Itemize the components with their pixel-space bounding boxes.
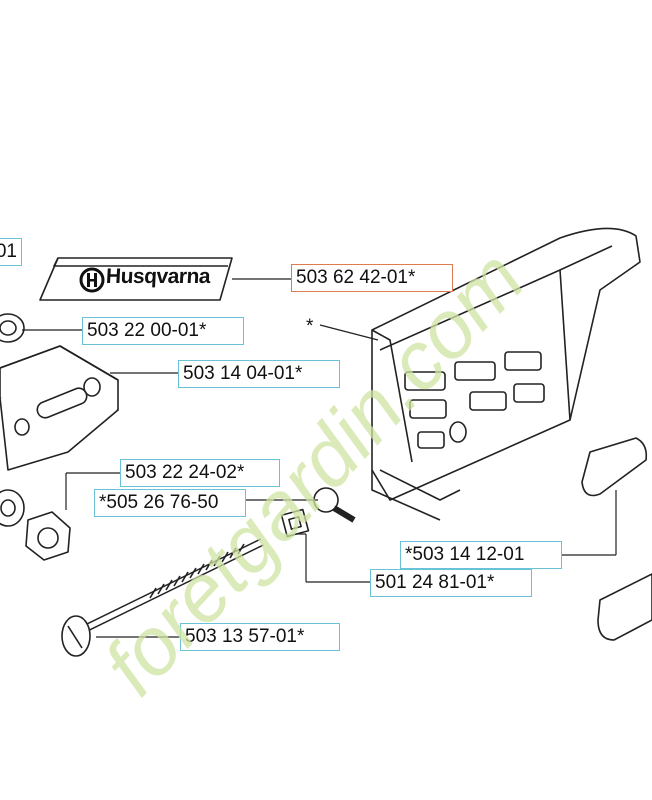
part-label-cut-top-left: 01 bbox=[0, 238, 22, 266]
tensioner-block bbox=[280, 508, 310, 538]
washer-left bbox=[0, 489, 25, 527]
husqvarna-logo-icon bbox=[79, 267, 105, 293]
adjuster-pin bbox=[313, 487, 356, 523]
part-label-bar-plate: 503 14 04-01* bbox=[178, 360, 340, 388]
part-label-clutch-cover: *503 14 12-01 bbox=[400, 541, 562, 569]
hex-nut bbox=[25, 511, 71, 561]
side-part-lower bbox=[597, 573, 652, 641]
side-part-upper bbox=[581, 437, 648, 497]
part-label-tensioner-block: 501 24 81-01* bbox=[370, 569, 532, 597]
part-label-nut-a: 503 22 00-01* bbox=[82, 317, 244, 345]
asterisk-note: * bbox=[306, 316, 314, 337]
tension-screw bbox=[61, 538, 264, 657]
part-label-tension-screw: 503 13 57-01* bbox=[180, 623, 340, 651]
leader-lines bbox=[22, 278, 617, 638]
part-label-decal: 503 62 42-01* bbox=[291, 264, 453, 292]
husqvarna-logo-text: Husqvarna bbox=[105, 265, 211, 288]
part-label-nut-b: 503 22 24-02* bbox=[120, 459, 280, 487]
clutch-cover bbox=[371, 227, 641, 521]
bar-plate bbox=[0, 345, 119, 471]
nut-top-left bbox=[0, 313, 25, 343]
part-label-adjuster-pin: *505 26 76-50 bbox=[94, 489, 246, 517]
